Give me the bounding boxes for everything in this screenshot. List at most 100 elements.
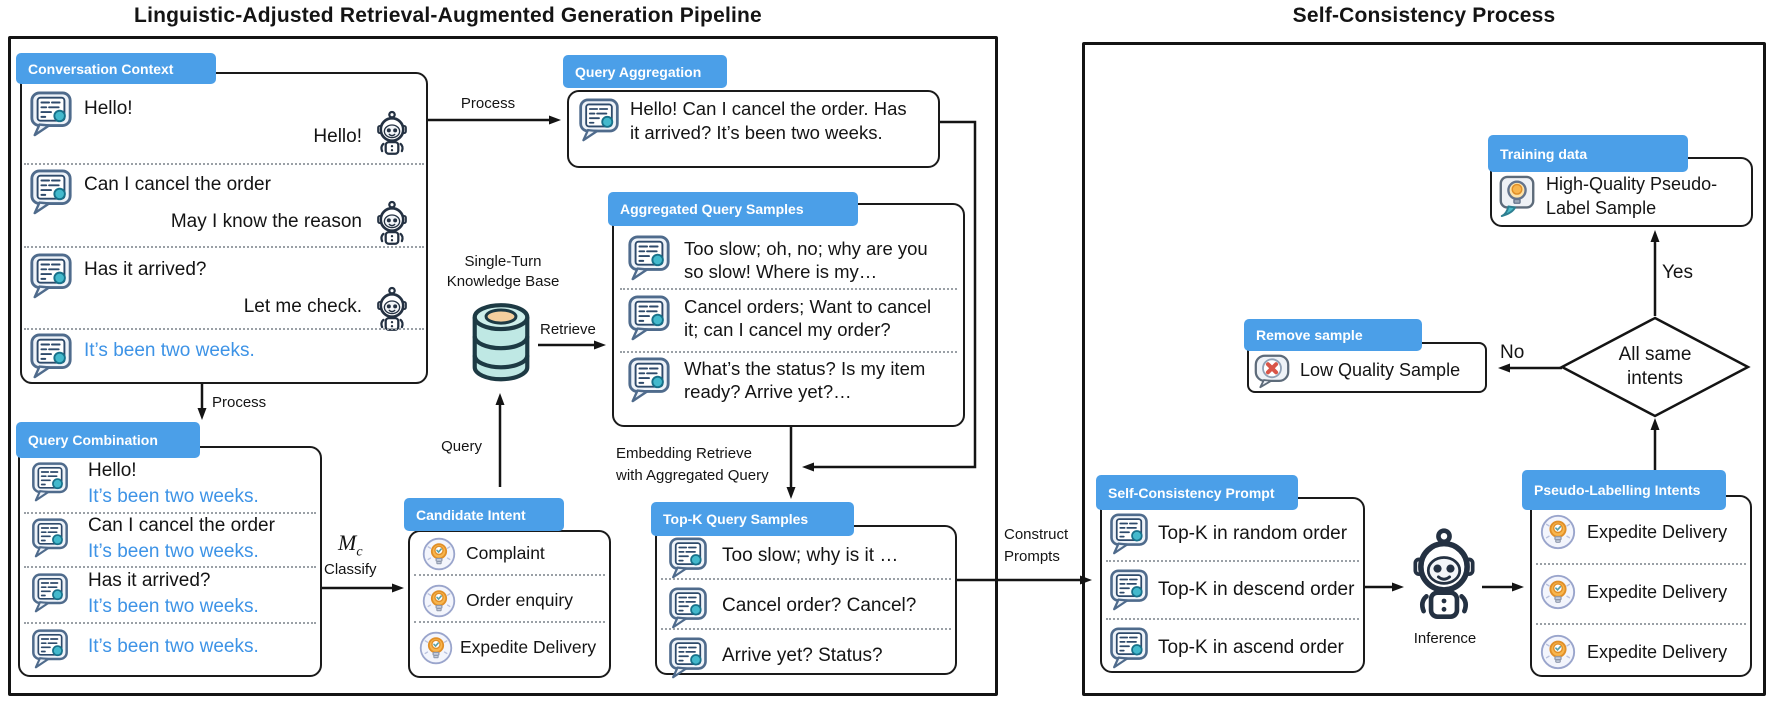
user-message: Can I cancel the order	[84, 174, 271, 195]
chat-message-icon	[28, 168, 74, 216]
remove-sample-label: Low Quality Sample	[1300, 360, 1461, 380]
rag-pipeline-panel	[8, 36, 998, 696]
bot-message: Let me check.	[243, 296, 362, 317]
database-icon	[464, 298, 538, 384]
chat-message-icon	[30, 572, 70, 614]
row-divider	[414, 574, 605, 576]
chat-message-icon	[667, 586, 709, 630]
chat-message-icon	[667, 636, 709, 680]
chat-message-icon	[577, 97, 621, 143]
intent-bulb-icon	[418, 630, 454, 666]
row-divider	[24, 328, 424, 330]
embedding-retrieve-line1: Embedding Retrieve	[616, 445, 752, 462]
chat-message-icon	[30, 461, 70, 503]
row-divider	[620, 288, 957, 290]
row-divider	[1106, 560, 1359, 562]
top-k-query-samples-header: Top-K Query Samples	[651, 502, 854, 536]
chat-message-icon	[626, 234, 672, 282]
inference-label: Inference	[1413, 630, 1477, 647]
chat-message-icon	[28, 252, 74, 300]
row-divider	[414, 621, 605, 623]
top-k-sample: Cancel order? Cancel?	[722, 595, 917, 616]
query-combination-header: Query Combination	[16, 422, 200, 458]
kb-label-line2: Knowledge Base	[446, 273, 560, 290]
robot-icon	[374, 110, 410, 158]
pseudo-label-bulb-icon	[1496, 174, 1538, 218]
process-top-label: Process	[460, 95, 516, 112]
row-divider	[24, 246, 424, 248]
row-divider	[24, 622, 316, 624]
decision-text-line1: All same	[1618, 344, 1692, 365]
chat-message-icon	[28, 332, 74, 380]
query-aggregation-box	[567, 90, 940, 168]
decision-diamond	[1559, 316, 1751, 418]
query-label: Query	[441, 438, 482, 455]
chat-message-icon	[28, 90, 74, 138]
aggregated-query-line2: it arrived? It’s been two weeks.	[630, 122, 883, 143]
chat-message-icon	[1108, 568, 1150, 612]
chat-message-icon	[30, 628, 70, 670]
sample-line2: so slow! Where is my…	[684, 261, 878, 282]
row-divider	[1536, 623, 1746, 625]
no-label: No	[1500, 342, 1525, 363]
combined-query-line1: Can I cancel the order	[88, 515, 275, 536]
pseudo-intent-label: Expedite Delivery	[1587, 582, 1728, 602]
combined-query-line2: It’s been two weeks.	[88, 541, 259, 562]
aggregation-feedback-wire	[802, 120, 977, 472]
inference-robot-icon	[1407, 527, 1481, 625]
training-data-header: Training data	[1488, 135, 1688, 172]
combined-query-line2: It’s been two weeks.	[88, 636, 259, 657]
combined-query-line1: Has it arrived?	[88, 570, 211, 591]
pseudo-labelling-intents-header: Pseudo-Labelling Intents	[1522, 470, 1726, 510]
chat-message-icon	[30, 517, 70, 559]
row-divider	[24, 163, 424, 165]
intent-label: Expedite Delivery	[460, 637, 597, 657]
conversation-context-header: Conversation Context	[16, 53, 216, 84]
prompt-order-item: Top-K in ascend order	[1158, 637, 1344, 658]
prompt-order-item: Top-K in descend order	[1158, 579, 1355, 600]
user-message-highlight: It’s been two weeks.	[84, 340, 255, 361]
embedding-retrieve-line2: with Aggregated Query	[616, 467, 769, 484]
sample-line1: Too slow; oh, no; why are you	[684, 238, 928, 259]
user-message: Hello!	[84, 98, 133, 119]
sample-line2: ready? Arrive yet?…	[684, 381, 852, 402]
chat-message-icon	[1108, 626, 1150, 670]
aggregated-query-samples-header: Aggregated Query Samples	[608, 192, 858, 226]
chat-message-icon	[626, 294, 672, 342]
combined-query-line2: It’s been two weeks.	[88, 486, 259, 507]
yes-label: Yes	[1662, 262, 1693, 283]
construct-prompts-line2: Prompts	[1004, 548, 1060, 565]
row-divider	[1106, 618, 1359, 620]
intent-label: Complaint	[466, 543, 545, 563]
row-divider	[1536, 563, 1746, 565]
retrieve-label: Retrieve	[540, 321, 596, 338]
row-divider	[661, 628, 951, 630]
self-consistency-prompt-header: Self-Consistency Prompt	[1096, 475, 1298, 510]
bot-message: May I know the reason	[170, 211, 362, 232]
combined-query-line1: Hello!	[88, 460, 137, 481]
remove-sample-header: Remove sample	[1244, 319, 1422, 351]
row-divider	[620, 351, 957, 353]
pseudo-intent-label: Expedite Delivery	[1587, 642, 1728, 662]
decision-text-line2: intents	[1627, 368, 1683, 389]
bot-message: Hello!	[313, 126, 362, 147]
construct-prompts-line1: Construct	[1004, 526, 1069, 543]
aggregated-query-line1: Hello! Can I cancel the order. Has	[630, 98, 907, 119]
rejected-sample-icon	[1252, 353, 1292, 389]
sample-line2: it; can I cancel my order?	[684, 319, 891, 340]
combined-query-line2: It’s been two weeks.	[88, 596, 259, 617]
training-sample-line1: High-Quality Pseudo-	[1546, 174, 1718, 194]
classifier-model-label: Mc	[338, 530, 363, 560]
robot-icon	[374, 200, 410, 248]
prompt-order-item: Top-K in random order	[1158, 523, 1348, 544]
sample-line1: What’s the status? Is my item	[684, 358, 926, 379]
query-aggregation-header: Query Aggregation	[563, 55, 727, 88]
intent-label: Order enquiry	[466, 590, 573, 610]
pseudo-intent-label: Expedite Delivery	[1587, 522, 1728, 542]
chat-message-icon	[667, 536, 709, 580]
sample-line1: Cancel orders; Want to cancel	[684, 296, 932, 317]
user-message: Has it arrived?	[84, 259, 207, 280]
row-divider	[24, 512, 316, 514]
right-panel-title: Self-Consistency Process	[1292, 4, 1556, 27]
